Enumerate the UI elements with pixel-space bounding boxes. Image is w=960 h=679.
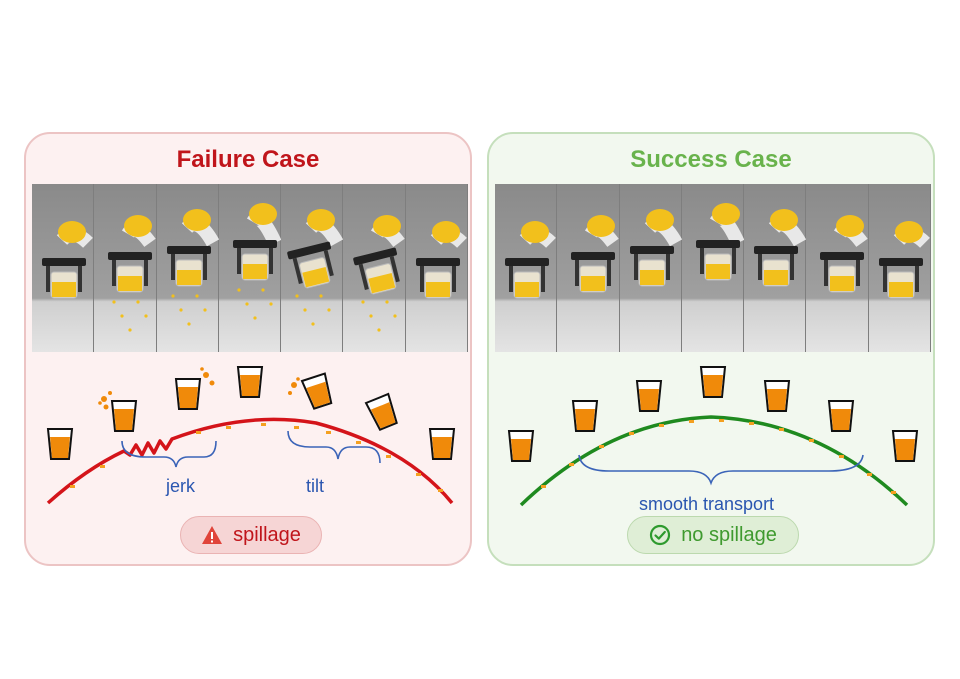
cup-icon xyxy=(763,380,791,412)
failure-frame xyxy=(218,184,282,352)
jerk-brace xyxy=(121,440,217,468)
splash-icon xyxy=(200,367,215,386)
failure-frame xyxy=(156,184,219,352)
cup-icon xyxy=(699,366,727,398)
robot-arm-icon xyxy=(629,209,682,287)
robot-arm-icon xyxy=(42,221,93,299)
success-panel: Success Case xyxy=(487,132,935,566)
robot-arm-icon xyxy=(415,221,467,299)
cup-icon xyxy=(110,400,138,432)
failure-trajectory xyxy=(46,417,454,505)
robot-arm-icon xyxy=(232,203,281,320)
robot-arm-icon xyxy=(754,209,807,287)
cup-icon xyxy=(300,372,333,410)
smooth-brace xyxy=(578,454,864,486)
check-circle-icon xyxy=(650,524,671,546)
robot-arm-icon xyxy=(166,209,219,326)
robot-arm-icon xyxy=(878,221,930,299)
failure-photo-strip xyxy=(32,184,468,352)
cup-icon xyxy=(507,430,535,462)
robot-arm-icon xyxy=(505,221,556,299)
failure-trajectory-markers xyxy=(70,423,443,492)
warning-icon xyxy=(202,526,223,544)
success-frame xyxy=(744,184,807,352)
smooth-transport-label: smooth transport xyxy=(639,494,775,514)
success-trajectory-markers xyxy=(541,419,896,494)
cup-icon xyxy=(891,430,919,462)
success-frame xyxy=(619,184,682,352)
success-photo-strip xyxy=(495,184,931,352)
robot-arm-icon xyxy=(108,215,156,332)
failure-frame xyxy=(405,184,468,352)
spillage-badge: spillage xyxy=(180,516,322,554)
failure-frame xyxy=(343,184,406,352)
tilt-label: tilt xyxy=(306,476,324,496)
success-frame xyxy=(806,184,869,352)
cup-icon xyxy=(236,366,264,398)
robot-arm-icon xyxy=(353,215,406,332)
robot-arm-icon xyxy=(287,209,344,326)
success-trajectory-diagram xyxy=(507,366,919,507)
success-frame xyxy=(557,184,620,352)
failure-frame xyxy=(281,184,344,352)
splash-icon xyxy=(288,377,300,395)
failure-title: Failure Case xyxy=(176,146,320,173)
success-title: Success Case xyxy=(630,146,792,173)
cup-icon xyxy=(635,380,663,412)
splash-icon xyxy=(98,391,112,410)
success-frame xyxy=(681,184,745,352)
robot-arm-icon xyxy=(820,215,869,293)
failure-frame xyxy=(32,184,95,352)
cup-icon xyxy=(364,392,398,431)
robot-arm-icon xyxy=(695,203,744,281)
tilt-brace xyxy=(287,430,381,464)
success-trajectory xyxy=(519,415,909,507)
success-frame xyxy=(868,184,931,352)
failure-panel: Failure Case xyxy=(24,132,472,566)
failure-trajectory-diagram xyxy=(46,366,456,505)
failure-frame xyxy=(94,184,157,352)
cup-icon xyxy=(174,378,202,410)
success-frame xyxy=(495,184,558,352)
jerk-label: jerk xyxy=(166,476,196,496)
cup-icon xyxy=(827,400,855,432)
cup-icon xyxy=(46,428,74,460)
cup-icon xyxy=(428,428,456,460)
robot-arm-icon xyxy=(571,215,619,293)
cup-icon xyxy=(571,400,599,432)
no-spillage-badge: no spillage xyxy=(627,516,799,554)
no-spillage-label: no spillage xyxy=(681,523,777,546)
spillage-label: spillage xyxy=(233,523,301,546)
